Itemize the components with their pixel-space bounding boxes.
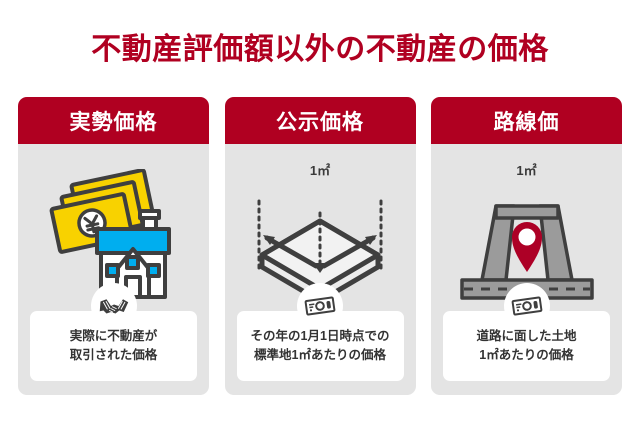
banknote-icon	[511, 295, 543, 317]
unit-label-roadside: 1㎡	[516, 163, 537, 178]
banknote-icon-badge	[297, 283, 343, 329]
illustration-land-plot-isometric: 1㎡	[225, 144, 416, 334]
card-header-published: 公示価格	[224, 97, 416, 144]
page-title: 不動産評価額以外の不動産の価格	[91, 33, 549, 66]
banknote-icon	[304, 295, 336, 317]
price-card-actual-market[interactable]: 実勢価格	[18, 97, 209, 395]
unit-label-published: 1㎡	[309, 163, 331, 178]
handshake-icon-badge	[90, 283, 137, 329]
handshake-icon	[99, 295, 129, 317]
caption-text: その年の1月1日時点での 標準地1㎡あたりの価格	[250, 328, 390, 362]
banknote-icon-badge	[503, 283, 550, 329]
card-header-actual-market: 実勢価格	[18, 97, 209, 144]
price-card-published[interactable]: 公示価格 1㎡	[224, 97, 416, 395]
caption-text: 道路に面した土地 1㎡あたりの価格	[476, 328, 577, 362]
card-header-roadside: 路線価	[431, 97, 622, 144]
caption-text: 実際に不動産が 取引された価格	[69, 328, 158, 362]
price-type-card-list: 実勢価格	[18, 97, 622, 395]
price-card-roadside[interactable]: 路線価 1㎡	[431, 97, 622, 395]
